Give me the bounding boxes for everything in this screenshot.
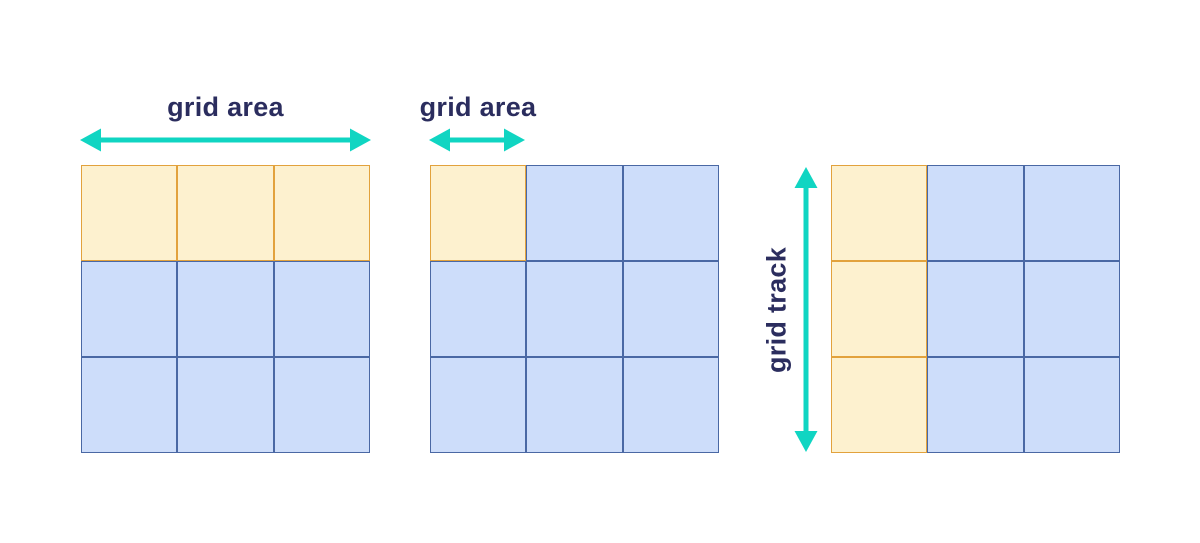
grid-cell [81,357,178,453]
grid-cell [927,165,1024,261]
grid-cell [526,357,623,453]
grid-cell [177,357,274,453]
grid-cell [273,261,370,357]
grid-left-column-highlighted [831,165,1120,453]
grid-cell [1023,261,1120,357]
grid-cell [1023,357,1120,453]
grid-cell [526,165,623,261]
vertical-double-arrow-icon [794,167,818,452]
grid-cell [273,357,370,453]
grid-cell [1023,165,1120,261]
horizontal-double-arrow-icon [80,128,371,152]
highlighted-grid-cell [273,165,370,261]
grid-cell [622,165,719,261]
grid-area-row-label: grid area [167,92,284,122]
highlighted-grid-cell [177,165,274,261]
highlighted-grid-cell [831,357,928,453]
grid-cell [177,261,274,357]
highlighted-grid-cell [831,165,928,261]
grid-cell [622,357,719,453]
grid-cell [927,261,1024,357]
grid-top-row-highlighted [81,165,370,453]
grid-cell [81,261,178,357]
grid-cell [430,261,527,357]
grid-track-label: grid track [761,246,792,374]
highlighted-grid-cell [831,261,928,357]
highlighted-grid-cell [430,165,527,261]
horizontal-double-arrow-short-icon [429,128,525,152]
grid-single-cell-highlighted [430,165,719,453]
grid-cell [430,357,527,453]
grid-area-cell-label: grid area [419,92,537,122]
highlighted-grid-cell [81,165,178,261]
grid-cell [526,261,623,357]
grid-cell [622,261,719,357]
grid-cell [927,357,1024,453]
